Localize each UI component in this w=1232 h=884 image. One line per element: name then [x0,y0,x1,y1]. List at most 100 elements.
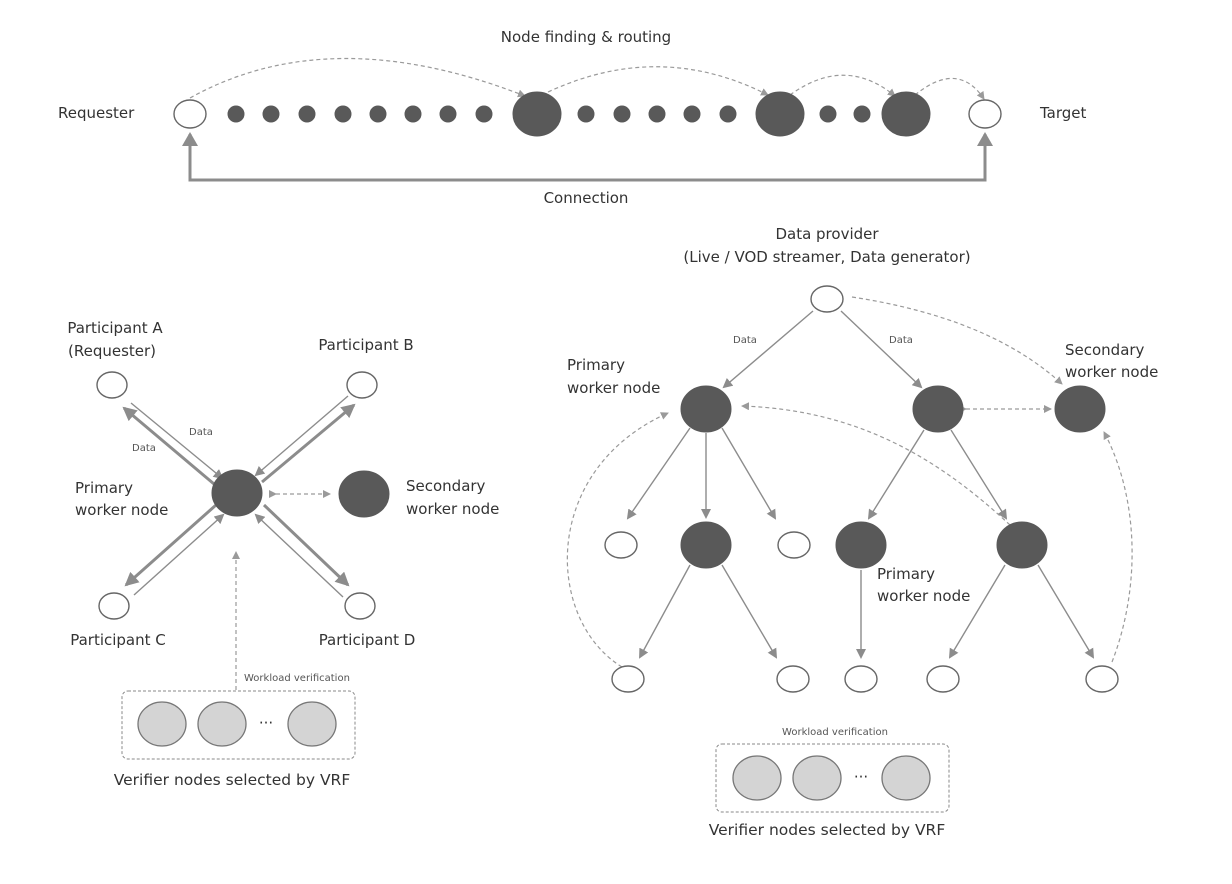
hop-arc-2 [547,66,769,96]
edge-l7-to-secondary [1103,431,1133,663]
leaf-node [926,665,960,693]
requester-node [173,99,207,129]
edge-provider-to-secondary [851,296,1063,385]
edge-center-to-c [124,503,217,587]
target-node [968,99,1002,129]
right-verifier-caption: Verifier nodes selected by VRF [709,821,946,839]
right-data-label-2: Data [889,335,913,346]
edge-p5-to-l6 [948,564,1006,659]
left-workload-label: Workload verification [244,673,350,684]
edge-a-to-center [130,402,224,480]
hop-node-1 [512,91,562,137]
connection-line [188,134,987,182]
edge-center-to-d [262,503,350,587]
left-verifier-ellipsis: ··· [259,714,273,732]
path-dot [719,105,737,123]
right-primary-top-label: Primary [567,356,625,374]
edge-center-to-a [122,406,215,486]
edge-p2-to-p5 [950,429,1008,520]
hop-arc-1 [189,57,526,99]
edge-l3-to-p1 [566,412,669,668]
right-verifier-node [792,755,842,801]
participant-b-label: Participant B [318,336,413,354]
path-dot [648,105,666,123]
right-secondary-sublabel: worker node [1065,363,1158,381]
edge-d-to-center [254,513,344,598]
right-secondary-label: Secondary [1065,341,1145,359]
connection-arrow-right [977,132,993,146]
left-primary-node [211,469,263,517]
edge-p5-to-p1 [741,402,1011,526]
hop-arc-4 [914,77,985,100]
path-dot [683,105,701,123]
participant-a-label: Participant A [67,319,163,337]
connection-label: Connection [544,189,629,207]
leaf-node [611,665,645,693]
path-dot [369,105,387,123]
path-dot [227,105,245,123]
participant-b-node [346,371,378,399]
provider-label: Data provider [775,225,879,243]
left-secondary-node [338,470,390,518]
right-primary-mid-sublabel: worker node [877,587,970,605]
routing-title: Node finding & routing [501,28,671,46]
right-primary-node-2 [912,385,964,433]
hop-node-2 [755,91,805,137]
leaf-node [604,531,638,559]
path-dot [853,105,871,123]
right-secondary-node [1054,385,1106,433]
participant-a-sublabel: (Requester) [68,342,156,360]
path-dots [227,91,931,137]
edge-p3-to-l3 [639,564,691,659]
participant-d-label: Participant D [319,631,416,649]
participant-d-node [344,592,376,620]
provider-sublabel: (Live / VOD streamer, Data generator) [683,248,970,266]
path-dot [262,105,280,123]
routing-section: Node finding & routing Requester Target … [58,28,1087,207]
left-secondary-sublabel: worker node [406,500,499,518]
right-primary-mid-label: Primary [877,565,935,583]
leaf-node [776,665,810,693]
right-verifier-node [732,755,782,801]
leaf-node [844,665,878,693]
edge-p1-to-l1 [626,427,691,520]
hop-arc-3 [789,74,896,97]
edge-p5-to-l7 [1037,564,1095,659]
target-label: Target [1039,104,1087,122]
left-verifier-node [197,701,247,747]
participants-section: Participant A (Requester) Participant B … [67,319,499,789]
requester-label: Requester [58,104,135,122]
edge-p3-to-l4 [721,564,778,659]
provider-node [810,285,844,313]
leaf-node [1085,665,1119,693]
path-dot [298,105,316,123]
right-primary-node-3 [680,521,732,569]
left-verifier-node [287,701,337,747]
path-dot [475,105,493,123]
left-secondary-label: Secondary [406,477,486,495]
left-verifier-node [137,701,187,747]
edge-provider-to-p1 [722,310,814,389]
edge-p1-to-l2 [721,427,777,520]
left-primary-label: Primary [75,479,133,497]
right-verifier-node [881,755,931,801]
right-verifier-ellipsis: ··· [854,768,868,786]
right-data-label-1: Data [733,335,757,346]
leaf-node [777,531,811,559]
participant-c-node [98,592,130,620]
right-workload-label: Workload verification [782,727,888,738]
right-primary-node-4 [835,521,887,569]
right-primary-node-5 [996,521,1048,569]
left-data-label-1: Data [189,427,213,438]
path-dot [439,105,457,123]
right-primary-node-1 [680,385,732,433]
path-dot [404,105,422,123]
left-verifier-caption: Verifier nodes selected by VRF [114,771,351,789]
path-dot [613,105,631,123]
left-data-label-2: Data [132,443,156,454]
edge-provider-to-p2 [840,310,923,389]
edge-c-to-center [133,513,225,596]
right-primary-top-sublabel: worker node [567,379,660,397]
connection-arrow-left [182,132,198,146]
